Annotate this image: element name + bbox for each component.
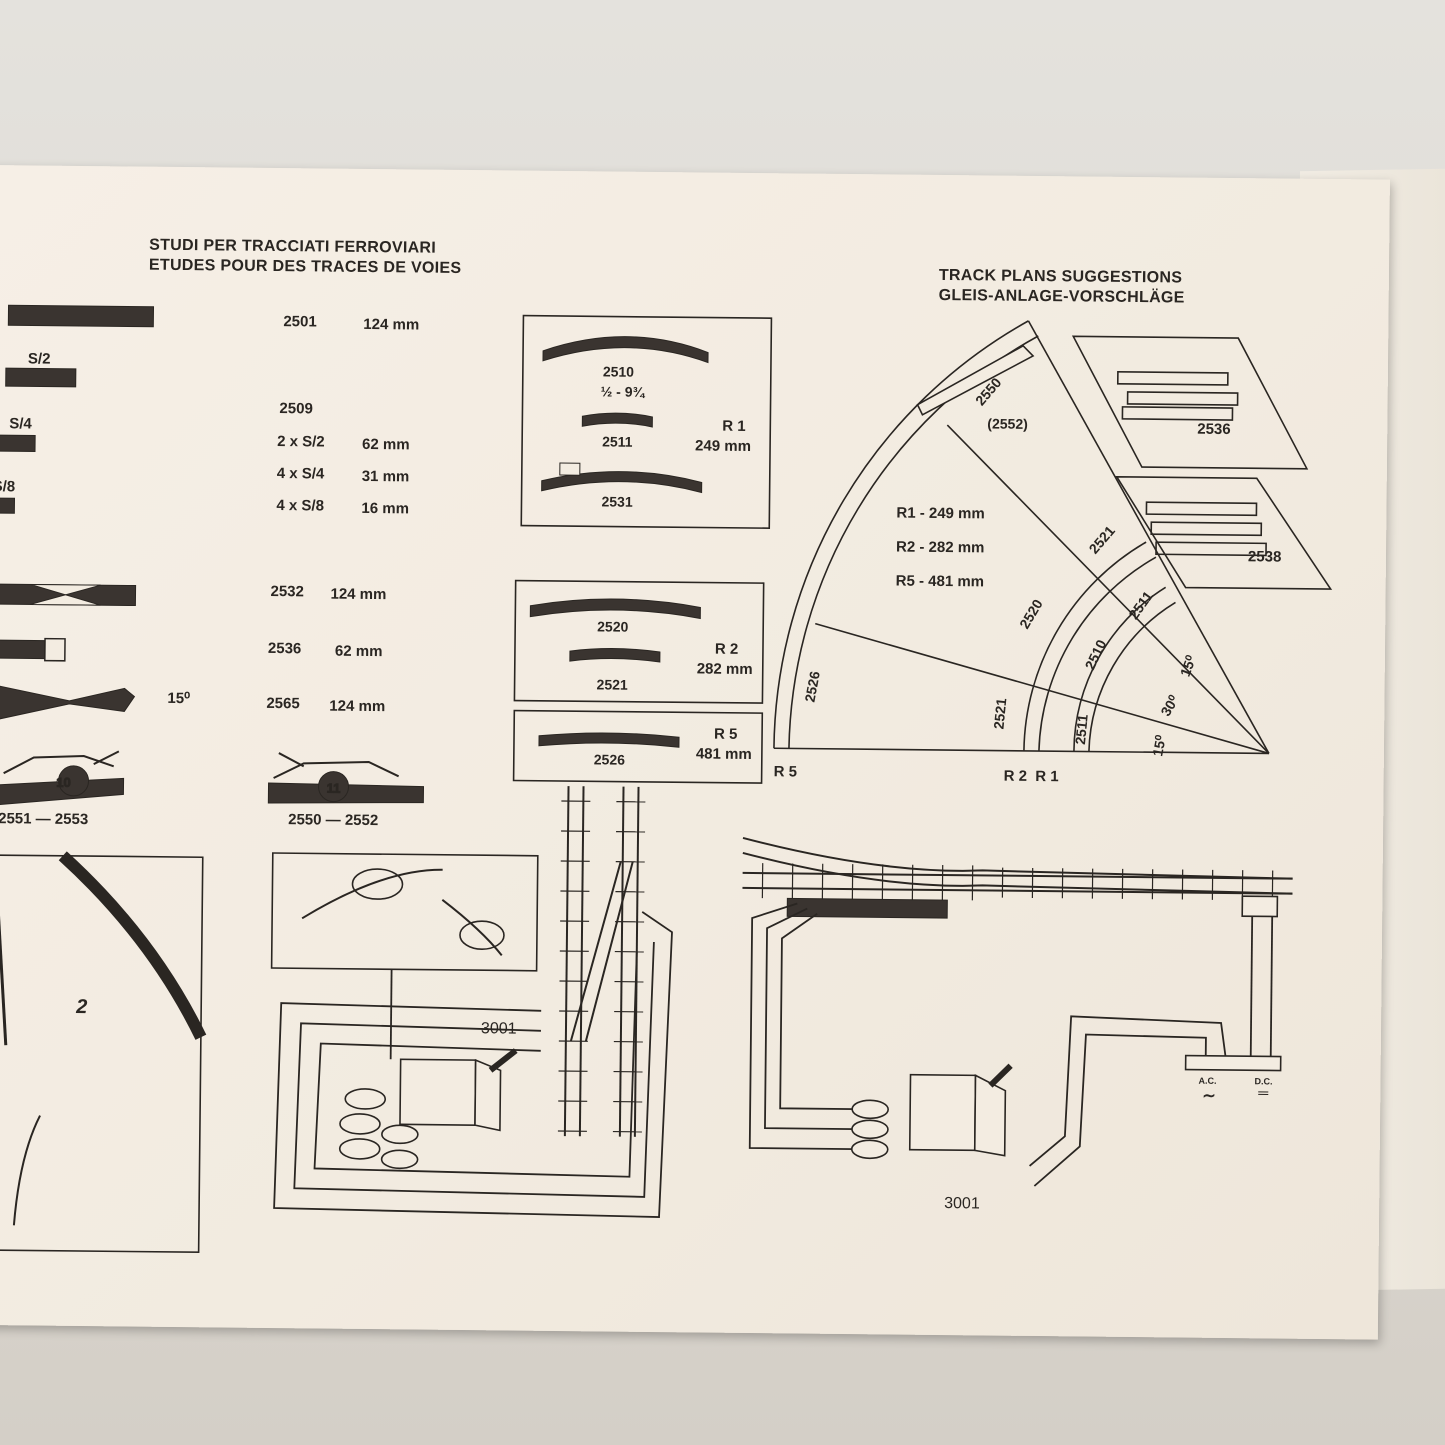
code-2536: 2536 <box>267 639 302 658</box>
size-2565: 124 mm <box>329 697 386 716</box>
turnout-left-drawing <box>0 750 125 806</box>
detail-2538-label: 2538 <box>1247 548 1282 566</box>
catalog-page: STUDI PER TRACCIATI FERROVIARI ETUDES PO… <box>0 165 1390 1340</box>
straight-s2-drawing <box>5 367 77 388</box>
screwdriver <box>0 895 8 1046</box>
curve-2521-drawing <box>569 648 661 663</box>
plug-detail-panel <box>270 852 539 972</box>
detail-2538-frame <box>1115 476 1333 590</box>
fan-turnout-alt: (2552) <box>987 415 1028 432</box>
size-2501: 124 mm <box>363 315 420 334</box>
curved-rail <box>58 851 207 1040</box>
code-2501: 2501 <box>283 313 317 331</box>
curve-box-r2 <box>513 579 765 704</box>
size-2536: 62 mm <box>334 642 383 661</box>
r1-fraction: ½ - 9¾ <box>600 383 645 400</box>
fan-r2: R2 - 282 mm <box>895 538 985 557</box>
curve-box-r1 <box>520 314 773 529</box>
wire-a <box>301 868 443 920</box>
uncoupler-2532-drawing <box>0 583 137 607</box>
center-turnout-tracks <box>563 786 640 1137</box>
size-4xs8: 16 mm <box>361 499 410 518</box>
r2-code-2520: 2520 <box>597 618 629 635</box>
plug-female <box>459 920 505 950</box>
power-ac-label: A.C. <box>1198 1075 1217 1086</box>
dc-symbol-icon: ═ <box>1258 1084 1269 1101</box>
label-s2: S/2 <box>27 350 51 368</box>
r1-radius-label: R 1 <box>722 417 746 435</box>
curve-2531-drawing <box>541 471 703 494</box>
tool-step-number: 2 <box>76 995 88 1019</box>
left-controller-device <box>338 1048 518 1170</box>
straight-2501-drawing <box>7 304 155 328</box>
radius-fan-diagram <box>773 320 1270 755</box>
curve-2510-drawing <box>542 336 709 364</box>
right-controller-wires <box>748 902 1274 1187</box>
code-4xs8: 4 x S/8 <box>276 497 325 515</box>
turnout-left-number: 10 <box>56 775 71 790</box>
turnout-right-number: 11 <box>327 781 341 796</box>
detail-2536-label: 2536 <box>1197 420 1231 439</box>
detail-2538-track <box>1145 501 1267 557</box>
r1-code-2531: 2531 <box>601 493 633 510</box>
r1-code-2511: 2511 <box>602 433 633 450</box>
code-2509: 2509 <box>279 400 313 418</box>
fan-r5: R5 - 481 mm <box>895 572 985 591</box>
size-4xs4: 31 mm <box>361 467 410 486</box>
r5-radius-label: R 5 <box>713 725 738 743</box>
right-track-ties <box>761 863 1274 901</box>
curve-2526-drawing <box>538 732 680 748</box>
right-turnout-layout <box>742 836 1293 919</box>
r2-code-2521: 2521 <box>596 676 628 693</box>
curve-box-r5 <box>512 709 764 784</box>
code-2xs2: 2 x S/2 <box>277 433 325 451</box>
code-4xs4: 4 x S/4 <box>276 465 325 483</box>
label-s4: S/4 <box>9 415 32 433</box>
size-2xs2: 62 mm <box>362 435 410 454</box>
center-track-ties <box>557 800 646 1133</box>
crossing-2565-drawing <box>0 684 136 721</box>
turnout-right-codes: 2550 — 2552 <box>288 811 379 830</box>
buffer-2536-drawing <box>0 637 66 662</box>
curve-2520-drawing <box>529 598 701 620</box>
r2-radius-mm: 282 mm <box>696 660 753 679</box>
r1-code-2510: 2510 <box>602 363 635 380</box>
label-s8: S/8 <box>0 478 16 496</box>
curve-2511-drawing <box>581 412 653 428</box>
straight-s4-drawing <box>0 434 36 452</box>
code-2565: 2565 <box>266 694 300 713</box>
r1-radius-mm: 249 mm <box>695 437 752 455</box>
controller-right-label: 3001 <box>944 1195 980 1213</box>
wire-b <box>441 898 503 957</box>
fan-code-5: 2521 <box>990 697 1010 730</box>
right-controller-device <box>850 895 1282 1160</box>
track-drawings: 10 11 <box>0 304 1333 1254</box>
screw-arrow <box>12 1115 41 1226</box>
curve-2531-contact <box>559 462 581 476</box>
turnout-right-drawing <box>267 752 425 804</box>
size-2532: 124 mm <box>330 585 387 604</box>
fan-axis-r2r1: R 2 R 1 <box>1003 767 1059 786</box>
detail-2536-frame <box>1071 335 1309 470</box>
ac-wave-icon: ∼ <box>1202 1087 1216 1105</box>
left-controller-wires <box>273 911 673 1218</box>
fan-axis-r5: R 5 <box>773 763 798 781</box>
tool-panel <box>0 854 204 1254</box>
r2-radius-label: R 2 <box>714 640 739 658</box>
crossing-angle: 15⁰ <box>167 689 191 708</box>
fan-r1: R1 - 249 mm <box>896 504 985 523</box>
detail-2536-track <box>1116 371 1239 421</box>
controller-left-label: 3001 <box>480 1020 517 1038</box>
code-2532: 2532 <box>270 582 305 601</box>
plug-male <box>351 868 404 900</box>
r5-code-2526: 2526 <box>593 751 626 768</box>
r5-radius-mm: 481 mm <box>695 745 752 764</box>
turnout-left-codes: 2551 — 2553 <box>0 810 89 829</box>
straight-s8-drawing <box>0 497 16 514</box>
fan-code-6: 2511 <box>1071 713 1091 746</box>
